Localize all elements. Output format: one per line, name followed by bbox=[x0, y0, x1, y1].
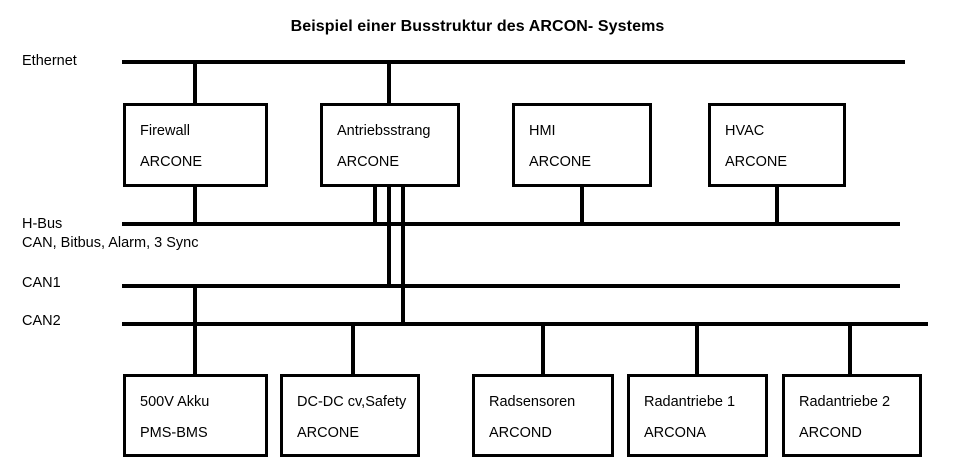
bus-h-bus-line bbox=[122, 222, 900, 226]
node-hvac[interactable]: HVAC ARCONE bbox=[708, 103, 846, 187]
connector-can1-to-akku bbox=[193, 284, 197, 376]
connector-hmi-to-hbus bbox=[580, 185, 584, 224]
node-radantriebe2-title: Radantriebe 2 bbox=[799, 394, 891, 410]
page-title: Beispiel einer Busstruktur des ARCON- Sy… bbox=[290, 18, 665, 35]
connector-ethernet-to-firewall bbox=[193, 60, 197, 105]
bus-can1-line bbox=[122, 284, 900, 288]
bus-can2-label: CAN2 bbox=[22, 313, 61, 329]
node-radantriebe2-subtitle: ARCOND bbox=[799, 425, 862, 441]
node-radsensoren-subtitle: ARCOND bbox=[489, 425, 552, 441]
node-firewall[interactable]: Firewall ARCONE bbox=[123, 103, 268, 187]
node-antriebsstrang[interactable]: Antriebsstrang ARCONE bbox=[320, 103, 460, 187]
node-hvac-subtitle: ARCONE bbox=[725, 154, 788, 170]
bus-h-bus-sublabel: CAN, Bitbus, Alarm, 3 Sync bbox=[22, 235, 199, 251]
connector-firewall-to-hbus bbox=[193, 185, 197, 224]
node-radsensoren[interactable]: Radsensoren ARCOND bbox=[472, 374, 614, 457]
connector-antriebsstrang-to-hbus bbox=[373, 185, 377, 224]
node-antriebsstrang-subtitle: ARCONE bbox=[337, 154, 400, 170]
node-radantriebe1-subtitle: ARCONA bbox=[644, 425, 707, 441]
node-radantriebe1-title: Radantriebe 1 bbox=[644, 394, 736, 410]
bus-can2-line bbox=[122, 322, 928, 326]
node-radantriebe1[interactable]: Radantriebe 1 ARCONA bbox=[627, 374, 768, 457]
connector-hvac-to-hbus bbox=[775, 185, 779, 224]
connector-can2-to-radantriebe1 bbox=[695, 322, 699, 376]
node-dcdc[interactable]: DC-DC cv,Safety ARCONE bbox=[280, 374, 420, 457]
node-firewall-title: Firewall bbox=[140, 123, 190, 139]
node-hmi-subtitle: ARCONE bbox=[529, 154, 592, 170]
node-antriebsstrang-title: Antriebsstrang bbox=[337, 123, 431, 139]
node-akku-title: 500V Akku bbox=[140, 394, 210, 410]
connector-antriebsstrang-to-can2 bbox=[401, 185, 405, 324]
bus-h-bus-label: H-Bus bbox=[22, 216, 63, 232]
node-radantriebe2[interactable]: Radantriebe 2 ARCOND bbox=[782, 374, 922, 457]
connector-antriebsstrang-to-can1 bbox=[387, 185, 391, 286]
connector-can2-to-radsensoren bbox=[541, 322, 545, 376]
node-dcdc-subtitle: ARCONE bbox=[297, 425, 360, 441]
node-hvac-title: HVAC bbox=[725, 123, 765, 139]
connector-ethernet-to-antriebsstrang bbox=[387, 60, 391, 105]
node-firewall-subtitle: ARCONE bbox=[140, 154, 203, 170]
bus-can1-label: CAN1 bbox=[22, 275, 61, 291]
node-hmi[interactable]: HMI ARCONE bbox=[512, 103, 652, 187]
node-hmi-title: HMI bbox=[529, 123, 556, 139]
bus-ethernet-label: Ethernet bbox=[22, 53, 77, 69]
node-akku-subtitle: PMS-BMS bbox=[140, 425, 208, 441]
node-radsensoren-title: Radsensoren bbox=[489, 394, 576, 410]
bus-ethernet-line bbox=[122, 60, 905, 64]
connector-can2-to-dcdc bbox=[351, 322, 355, 376]
connector-can2-to-radantriebe2 bbox=[848, 322, 852, 376]
node-akku[interactable]: 500V Akku PMS-BMS bbox=[123, 374, 268, 457]
node-dcdc-title: DC-DC cv,Safety bbox=[297, 394, 407, 410]
